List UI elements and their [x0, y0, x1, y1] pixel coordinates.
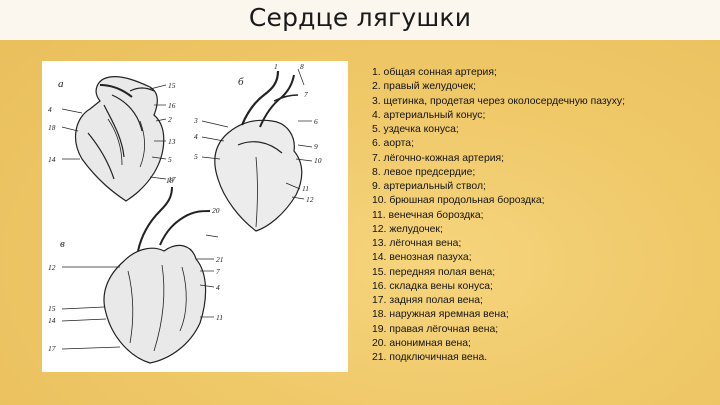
c-num-4: 4: [216, 283, 220, 292]
legend-item: 2. правый желудочек;: [372, 81, 476, 93]
legend-list: 1. общая сонная артерия; 2. правый желуд…: [372, 66, 712, 365]
b-num-10: 10: [314, 156, 322, 165]
c-num-11: 11: [216, 313, 223, 322]
c-num-21: 21: [216, 255, 224, 264]
c-num-7: 7: [216, 267, 220, 276]
b-num-3: 3: [193, 116, 198, 125]
legend-item: 14. венозная пазуха;: [372, 252, 472, 264]
legend-item: 6. аорта;: [372, 138, 414, 150]
panel-letter-b: б: [238, 76, 244, 88]
legend-item: 19. правая лёгочная вена;: [372, 323, 499, 335]
c-num-17: 17: [48, 344, 56, 353]
b-num-1: 1: [274, 62, 278, 71]
a-num-15: 15: [168, 81, 176, 90]
heart-illustration: а б в 15 16 2 4 18 13 5 14 17 1 8 7 3 4 …: [48, 62, 322, 364]
b-num-5: 5: [194, 152, 198, 161]
heart-drawing-c: [61, 186, 219, 364]
slide-title: Сердце лягушки: [248, 3, 472, 32]
b-num-4: 4: [194, 132, 198, 141]
legend-item: 18. наружная яремная вена;: [372, 309, 509, 321]
legend-item: 7. лёгочно-кожная артерия;: [372, 152, 505, 164]
legend-item: 13. лёгочная вена;: [372, 238, 462, 249]
a-num-18: 18: [48, 123, 56, 132]
c-num-14: 14: [48, 316, 56, 325]
b-num-9: 9: [314, 142, 318, 151]
a-num-16: 16: [168, 101, 176, 110]
b-num-11: 11: [302, 184, 309, 193]
legend-item: 5. уздечка конуса;: [372, 124, 459, 135]
heart-drawing-b: [201, 68, 313, 232]
b-num-8: 8: [300, 62, 304, 71]
a-num-4: 4: [48, 105, 52, 114]
legend-item: 9. артериальный ствол;: [372, 181, 486, 192]
legend-item: 16. складка вены конуса;: [372, 280, 493, 292]
b-num-12: 12: [306, 195, 314, 204]
legend-item: 3. щетинка, продетая через околосердечну…: [372, 95, 626, 107]
b-num-7: 7: [304, 90, 308, 99]
panel-letter-c: в: [60, 238, 65, 250]
legend-item: 17. задняя полая вена;: [372, 295, 483, 306]
legend-item: 20. анонимная вена;: [372, 337, 471, 349]
title-band: [0, 0, 720, 40]
panel-letter-a: а: [58, 78, 64, 90]
legend-item: 21. подключичная вена.: [372, 352, 488, 363]
heart-drawing-a: [61, 76, 167, 202]
legend-item: 15. передняя полая вена;: [372, 266, 496, 278]
a-num-5: 5: [168, 155, 172, 164]
a-num-2: 2: [168, 115, 172, 124]
frog-heart-figure: а б в 15 16 2 4 18 13 5 14 17 1 8 7 3 4 …: [42, 61, 348, 372]
a-num-13: 13: [168, 137, 176, 146]
legend-item: 8. левое предсердие;: [372, 166, 476, 178]
legend-item: 1. общая сонная артерия;: [372, 67, 497, 78]
legend-item: 4. артериальный конус;: [372, 109, 486, 121]
b-num-6: 6: [314, 117, 318, 126]
legend-item: 10. брюшная продольная бороздка;: [372, 195, 545, 207]
legend-item: 11. венечная бороздка;: [372, 209, 484, 221]
c-num-12: 12: [48, 263, 56, 272]
c-num-18: 18: [166, 176, 174, 185]
a-num-14: 14: [48, 155, 56, 164]
legend-item: 12. желудочек;: [372, 223, 443, 235]
c-num-20: 20: [212, 206, 220, 215]
c-num-15: 15: [48, 304, 56, 313]
a-num-17: 17: [168, 175, 176, 184]
